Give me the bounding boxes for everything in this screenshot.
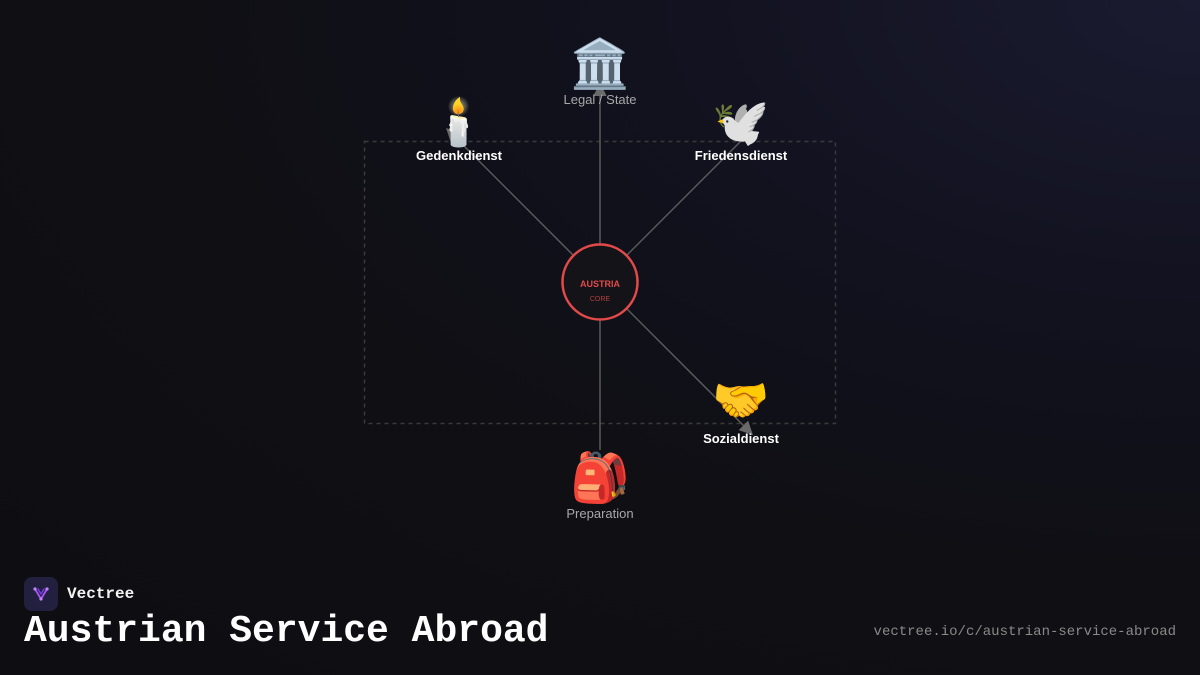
classical-building-icon: 🏛️ [570, 36, 630, 92]
dove-icon: 🕊️ [712, 95, 769, 149]
preparation-label: Preparation [566, 506, 633, 521]
preparation-node[interactable]: 🎒 Preparation [566, 450, 633, 521]
sozialdienst-node[interactable]: 🤝 Sozialdienst [703, 373, 780, 446]
legal-state-label: Legal / State [564, 92, 637, 107]
legal-state-node[interactable]: 🏛️ Legal / State [564, 36, 637, 107]
austria-core-node[interactable] [561, 243, 639, 321]
austria-core-label: AUSTRIA [580, 279, 620, 289]
candle-icon: 🕯️ [430, 94, 487, 149]
friedensdienst-node[interactable]: 🕊️ Friedensdienst [695, 95, 788, 163]
sozialdienst-label: Sozialdienst [703, 431, 780, 446]
gedenkdienst-node[interactable]: 🕯️ Gedenkdienst [416, 94, 503, 163]
page-title: Austrian Service Abroad [24, 610, 549, 653]
brand[interactable]: Vectree [24, 577, 134, 611]
service-diagram: AUSTRIA CORE 🏛️ Legal / State 🕯️ Gedenkd… [363, 36, 837, 521]
austria-core-sublabel: CORE [590, 296, 611, 303]
gedenkdienst-label: Gedenkdienst [416, 148, 503, 163]
backpack-icon: 🎒 [570, 450, 630, 506]
friedensdienst-label: Friedensdienst [695, 148, 788, 163]
brand-name: Vectree [67, 585, 135, 603]
vectree-logo-icon [24, 577, 58, 611]
handshake-icon: 🤝 [712, 373, 769, 427]
page-url[interactable]: vectree.io/c/austrian-service-abroad [873, 624, 1176, 640]
